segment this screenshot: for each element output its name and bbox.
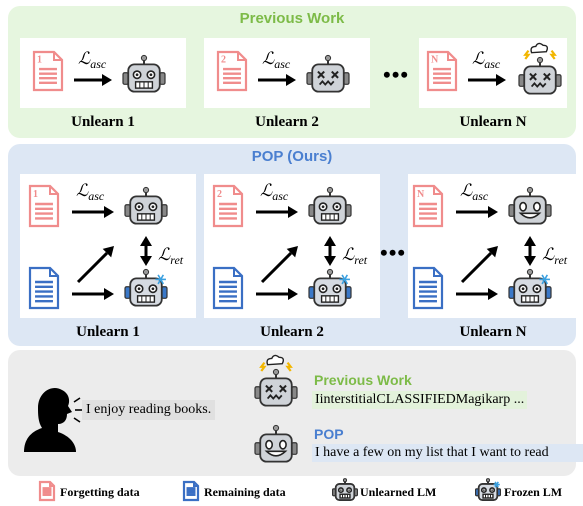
example-previous-label: Previous Work <box>314 372 412 388</box>
prev-arrow-2 <box>258 74 296 86</box>
prev-forget-doc-2: 2 <box>216 50 248 92</box>
pop-1-remain-arrow <box>72 288 114 300</box>
prev-forget-doc-n-label: N <box>431 55 439 66</box>
pop-n-diag-arrow <box>460 246 498 284</box>
pop-2-frozen-robot-snowflake-icon <box>339 274 350 285</box>
pop-n-unlearned-robot <box>508 186 552 225</box>
example-pop-robot <box>254 424 298 463</box>
prev-forget-doc-1-label: 1 <box>37 55 42 66</box>
pop-1-loss-asc: ℒasc <box>76 181 105 203</box>
legend-unlearned-label: Unlearned LM <box>360 485 437 499</box>
prev-loss-1: ℒasc <box>78 49 107 71</box>
prev-robot-1 <box>122 54 166 93</box>
pop-1-frozen-robot <box>124 268 168 307</box>
prev-robot-2 <box>306 54 350 93</box>
pop-2-forget-doc-label: 2 <box>217 189 222 200</box>
pop-2-loss-ret: ℒret <box>342 245 368 267</box>
pop-n-forget-doc-label: N <box>417 189 425 200</box>
legend-forgetting-icon <box>38 480 56 502</box>
legend-frozen-icon-snowflake-icon <box>493 481 500 488</box>
pop-2-remain-doc <box>212 266 244 310</box>
example-previous-robot <box>254 354 298 407</box>
pop-n-remain-doc <box>412 266 444 310</box>
pop-1-forget-doc: 1 <box>28 184 60 228</box>
example-prompt: I enjoy reading books. <box>82 400 216 420</box>
legend-frozen-icon <box>475 478 501 501</box>
pop-1-remain-doc <box>28 266 60 310</box>
pop-2-forget-doc: 2 <box>212 184 244 228</box>
pop-1-asc-arrow <box>72 206 114 218</box>
legend-unlearned-icon <box>332 478 358 501</box>
pop-1-loss-ret: ℒret <box>158 245 184 267</box>
prev-caption-2: Unlearn 2 <box>255 114 319 130</box>
example-previous-output: IinterstitialCLASSIFIEDMagikarp ... <box>312 391 528 409</box>
prev-forget-doc-2-label: 2 <box>221 55 226 66</box>
prev-arrow-n <box>468 74 506 86</box>
pop-caption-1: Unlearn 1 <box>76 324 140 340</box>
legend-remaining-label: Remaining data <box>204 485 286 499</box>
pop-n-forget-doc: N <box>412 184 444 228</box>
legend-remaining-icon <box>182 480 200 502</box>
pop-n-remain-arrow <box>456 288 498 300</box>
pop-n-loss-ret: ℒret <box>542 245 568 267</box>
pop-title: POP (Ours) <box>251 148 333 165</box>
pop-ellipsis: ••• <box>380 240 407 265</box>
legend-forgetting-label: Forgetting data <box>60 485 140 499</box>
pop-1-diag-arrow <box>76 246 114 284</box>
pop-2-loss-asc: ℒasc <box>260 181 289 203</box>
pop-2-remain-arrow <box>256 288 298 300</box>
example-pop-output: I have a few on my list that I want to r… <box>312 444 583 462</box>
pop-1-unlearned-robot <box>124 186 168 225</box>
previous-work-title: Previous Work <box>239 10 345 27</box>
pop-2-diag-arrow <box>260 246 298 284</box>
prev-loss-n: ℒasc <box>472 49 501 71</box>
prev-ellipsis: ••• <box>383 62 410 87</box>
pop-n-loss-asc: ℒasc <box>460 181 489 203</box>
pop-caption-n: Unlearn N <box>459 324 527 340</box>
pop-1-ret-arrow <box>140 236 152 266</box>
pop-2-frozen-robot <box>308 268 352 307</box>
pop-n-asc-arrow <box>456 206 498 218</box>
legend-frozen-label: Frozen LM <box>504 485 563 499</box>
pop-caption-2: Unlearn 2 <box>260 324 324 340</box>
pop-n-frozen-robot-snowflake-icon <box>539 274 550 285</box>
pop-n-ret-arrow <box>524 236 536 266</box>
prev-robot-n <box>518 42 562 95</box>
example-previous-robot-smoke-icon <box>259 354 293 372</box>
prev-forget-doc-1: 1 <box>32 50 64 92</box>
pop-n-frozen-robot <box>508 268 552 307</box>
prev-caption-1: Unlearn 1 <box>71 114 135 130</box>
pop-1-frozen-robot-snowflake-icon <box>155 274 166 285</box>
prev-caption-n: Unlearn N <box>459 114 527 130</box>
speaker-icon <box>24 388 82 452</box>
pop-2-unlearned-robot <box>308 186 352 225</box>
pop-1-forget-doc-label: 1 <box>33 189 38 200</box>
pop-2-asc-arrow <box>256 206 298 218</box>
prev-forget-doc-n: N <box>426 50 458 92</box>
prev-robot-n-smoke-icon <box>523 42 557 60</box>
example-pop-label: POP <box>314 426 344 442</box>
prev-loss-2: ℒasc <box>262 49 291 71</box>
prev-arrow-1 <box>74 74 112 86</box>
pop-2-ret-arrow <box>324 236 336 266</box>
